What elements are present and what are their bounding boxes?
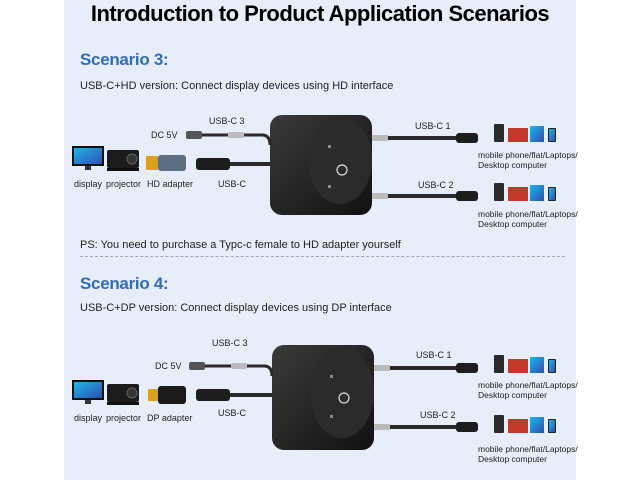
s4-display-label: display (74, 413, 103, 423)
s3-devices2-icon (494, 183, 556, 201)
s3-projector-icon (107, 150, 139, 171)
s3-hd-adapter-icon (146, 155, 186, 171)
s3-display-label: display (74, 179, 103, 189)
s3-devices1-label: mobile phone/flat/Laptops/ Desktop compu… (478, 150, 578, 170)
s4-devices2-label: mobile phone/flat/Laptops/ Desktop compu… (478, 444, 578, 464)
s4-adapter-label: DP adapter (147, 413, 193, 423)
s4-devices1-icon (494, 355, 556, 373)
s4-diagram (72, 345, 556, 450)
s4-usbc2-label: USB-C 2 (420, 410, 456, 420)
s4-dc5v-label: DC 5V (155, 361, 182, 371)
s3-hub-icon (270, 115, 372, 215)
s4-devices1-label: mobile phone/flat/Laptops/ Desktop compu… (478, 380, 578, 400)
s3-usbc-label: USB-C (218, 179, 247, 189)
s3-adapter-label: HD adapter (147, 179, 194, 189)
s3-usbc3-label: USB-C 3 (209, 116, 245, 126)
scenario3-ps-note: PS: You need to purchase a Typc-c female… (80, 239, 401, 251)
s3-projector-label: projector (106, 179, 142, 189)
s4-devices2-icon (494, 415, 556, 433)
page-title: Introduction to Product Application Scen… (90, 1, 550, 26)
s4-display-icon (72, 380, 104, 404)
s4-projector-icon (107, 384, 139, 405)
scenario4-heading: Scenario 4: (80, 274, 169, 293)
s3-diagram (72, 115, 556, 215)
s3-usbc-plug-icon (196, 158, 230, 170)
s3-dc5v-label: DC 5V (151, 130, 178, 140)
s3-usbc3-connector-icon (228, 132, 244, 138)
section-divider (80, 256, 565, 257)
scenario3-heading: Scenario 3: (80, 50, 169, 69)
s4-dc-plug-icon (189, 362, 205, 370)
s4-usbc3-label: USB-C 3 (212, 338, 248, 348)
s3-usbc1-label: USB-C 1 (415, 121, 451, 131)
s4-projector-label: projector (106, 413, 142, 423)
s4-dp-adapter-icon (148, 386, 186, 404)
s4-usbc-label: USB-C (218, 408, 247, 418)
scenario3-description: USB-C+HD version: Connect display device… (80, 80, 394, 92)
s4-usbc1-label: USB-C 1 (416, 350, 452, 360)
scenario4-description: USB-C+DP version: Connect display device… (80, 302, 392, 314)
s4-usbc-plug-icon (196, 389, 230, 401)
s3-usbc2-label: USB-C 2 (418, 180, 454, 190)
s3-devices2-label: mobile phone/flat/Laptops/ Desktop compu… (478, 209, 578, 229)
s3-dc-plug-icon (186, 131, 202, 139)
s3-display-icon (72, 146, 104, 170)
s4-usbc3-connector-icon (231, 363, 247, 369)
s4-hub-icon (272, 345, 374, 450)
s3-devices1-icon (494, 124, 556, 142)
